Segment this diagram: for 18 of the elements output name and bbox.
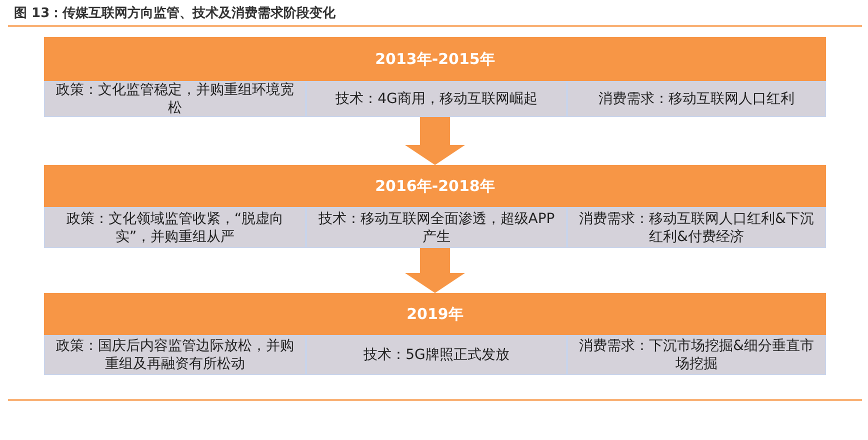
block-arrow bbox=[405, 248, 465, 293]
table-cell: 政策：文化监管稳定，并购重组环境宽松 bbox=[44, 81, 306, 117]
table-cell: 消费需求：移动互联网人口红利 bbox=[567, 81, 826, 117]
stage-heading: 2016年-2018年 bbox=[374, 176, 496, 196]
table-cell: 技术：移动互联网全面渗透，超级APP产生 bbox=[306, 207, 567, 248]
stage-band bbox=[44, 37, 826, 117]
stage-heading: 2019年 bbox=[406, 304, 464, 324]
block-arrow bbox=[405, 117, 465, 165]
table-cell: 技术：5G牌照正式发放 bbox=[306, 335, 567, 375]
table-cell: 政策：国庆后内容监管边际放松，并购重组及再融资有所松动 bbox=[44, 335, 306, 375]
table-cell: 技术：4G商用，移动互联网崛起 bbox=[306, 81, 567, 117]
stage-band bbox=[44, 165, 826, 248]
table-cell: 消费需求：移动互联网人口红利&下沉红利&付费经济 bbox=[567, 207, 826, 248]
table-cell: 政策：文化领域监管收紧，“脱虚向实”，并购重组从严 bbox=[44, 207, 306, 248]
stage-band bbox=[44, 293, 826, 375]
table-cell: 消费需求：下沉市场挖掘&细分垂直市场挖掘 bbox=[567, 335, 826, 375]
figure-title: 图 13：传媒互联网方向监管、技术及消费需求阶段变化 bbox=[14, 4, 336, 22]
stage-heading: 2013年-2015年 bbox=[374, 48, 496, 70]
